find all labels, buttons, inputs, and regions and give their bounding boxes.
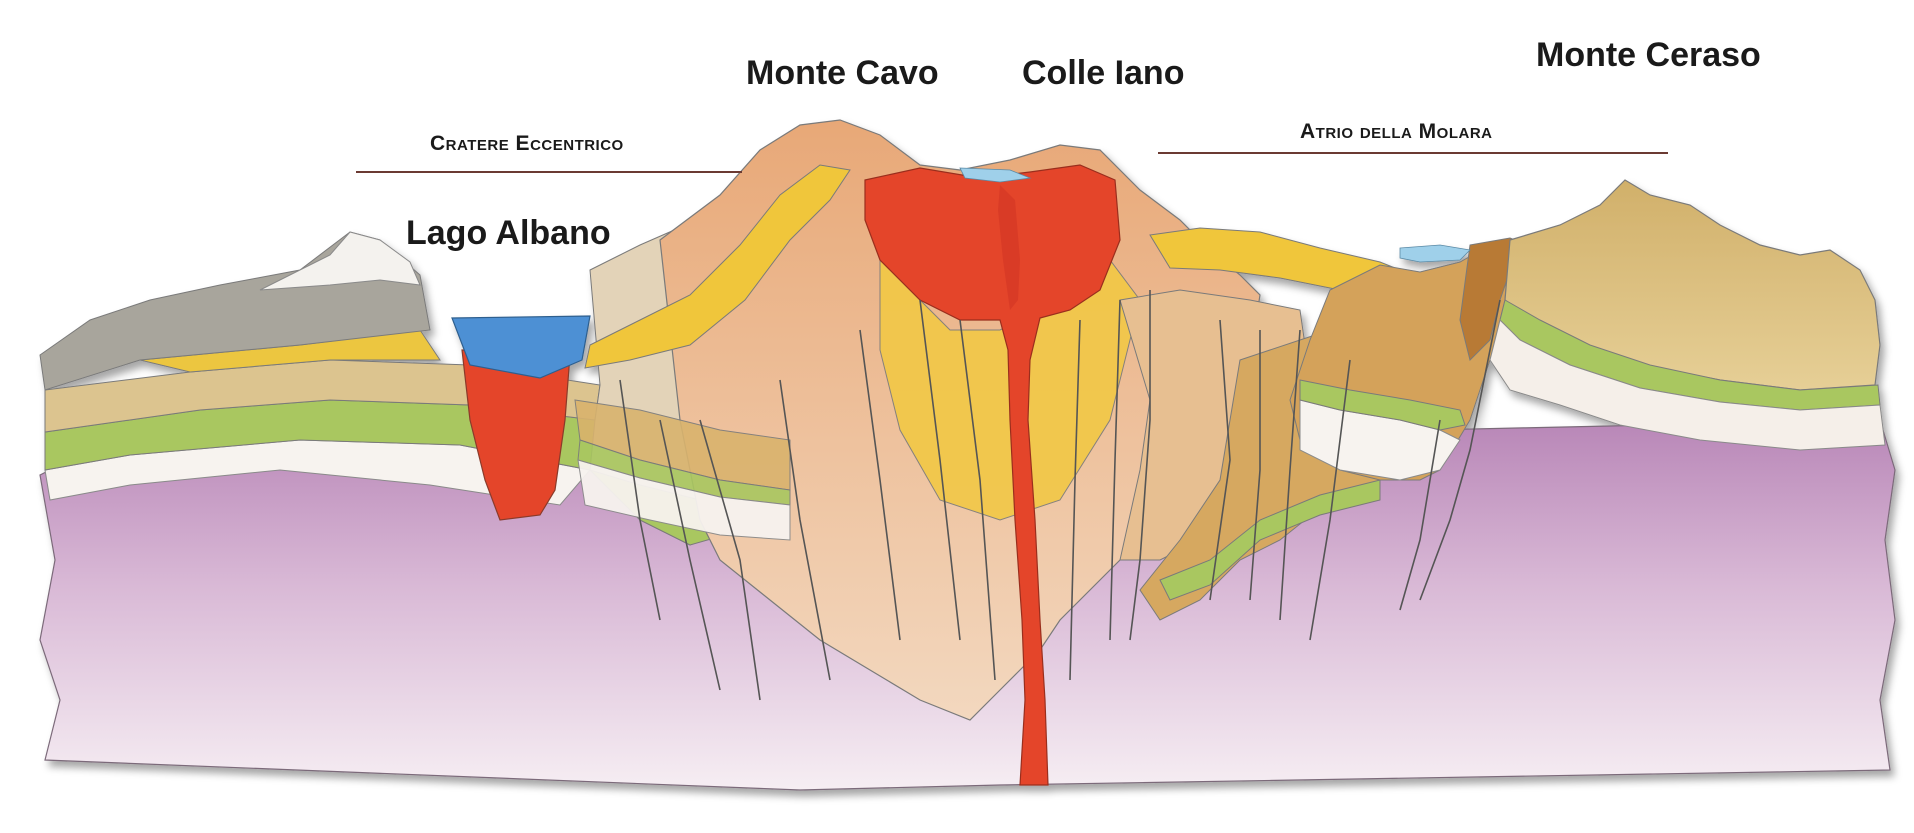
label-lago-albano: Lago Albano [406, 214, 611, 252]
label-cratere-eccentrico: Cratere Eccentrico [430, 132, 624, 155]
geologic-block [40, 120, 1895, 790]
label-colle-iano: Colle Iano [1022, 54, 1184, 92]
molara-water [1400, 245, 1470, 262]
label-monte-cavo: Monte Cavo [746, 54, 939, 92]
label-atrio-della-molara: Atrio della Molara [1300, 120, 1492, 143]
label-monte-ceraso: Monte Ceraso [1536, 36, 1761, 74]
